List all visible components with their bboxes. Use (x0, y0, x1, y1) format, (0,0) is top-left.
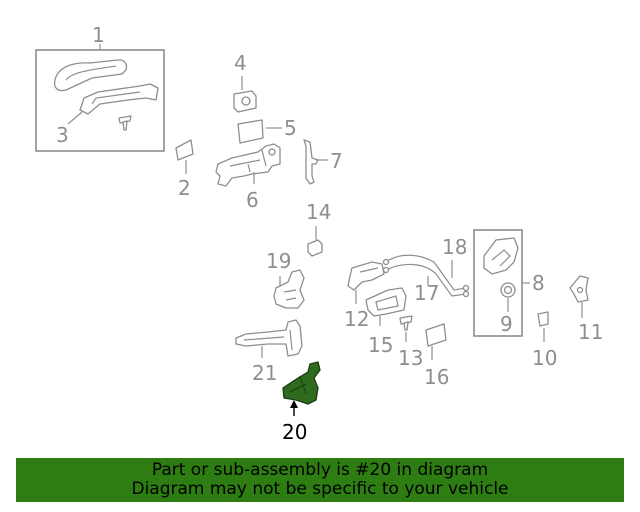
banner-line-1: Part or sub-assembly is #20 in diagram (151, 460, 489, 480)
inside-handle-bracket[interactable] (347, 261, 385, 291)
handle-frame[interactable] (79, 83, 159, 115)
part-20-highlighted[interactable] (282, 361, 321, 405)
cable-cover[interactable] (425, 323, 447, 347)
callout-6: 6 (246, 188, 259, 212)
handle-screw[interactable] (118, 115, 132, 131)
callout-13: 13 (398, 346, 423, 370)
callout-18: 18 (442, 235, 467, 259)
latch-frame[interactable] (483, 237, 519, 275)
grommet-9[interactable] (500, 282, 516, 298)
callout-17: 17 (414, 281, 439, 305)
door-check[interactable] (235, 319, 303, 357)
callout-14: 14 (306, 200, 331, 224)
notice-banner: Part or sub-assembly is #20 in diagram D… (16, 458, 624, 502)
callout-1: 1 (92, 23, 105, 47)
clip-10[interactable] (537, 311, 549, 327)
lock-cylinder-cap[interactable] (233, 90, 257, 113)
callout-12: 12 (344, 307, 369, 331)
callout-3: 3 (56, 123, 69, 147)
callout-8: 8 (532, 271, 545, 295)
striker-11[interactable] (569, 275, 589, 303)
callout-16: 16 (424, 365, 449, 389)
callout-4: 4 (234, 51, 247, 75)
callout-19: 19 (266, 249, 291, 273)
banner-line-2: Diagram may not be specific to your vehi… (131, 479, 509, 499)
outer-door-handle[interactable] (53, 59, 128, 92)
lock-rod[interactable] (303, 139, 319, 185)
handle-gasket[interactable] (175, 139, 194, 161)
handle-cover-pad[interactable] (237, 119, 264, 144)
callout-10: 10 (532, 346, 557, 370)
callout-2: 2 (178, 176, 191, 200)
callout-21: 21 (252, 361, 277, 385)
callout-20: 20 (282, 420, 307, 444)
latch-cover[interactable] (273, 269, 305, 309)
callout-9: 9 (500, 312, 513, 336)
handle-carrier[interactable] (215, 143, 281, 187)
callout-11: 11 (578, 320, 603, 344)
callout-7: 7 (330, 149, 343, 173)
callout-15: 15 (368, 333, 393, 357)
inside-handle[interactable] (365, 287, 407, 317)
lock-clip[interactable] (307, 239, 323, 257)
release-cables[interactable] (382, 254, 470, 298)
screw-13[interactable] (399, 315, 413, 331)
callout-5: 5 (284, 116, 297, 140)
